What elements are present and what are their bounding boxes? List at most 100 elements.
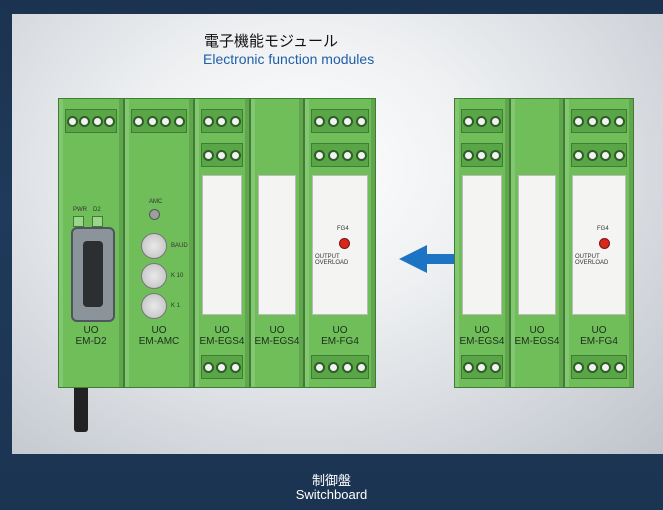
led-label-fg4: FG4 <box>337 226 349 232</box>
module-em-egs4: UO EM-EGS4 <box>194 98 250 388</box>
terminal-block <box>201 143 243 167</box>
label-panel <box>258 175 296 315</box>
footer-label-english: Switchboard <box>295 487 368 502</box>
screw-icon <box>586 361 598 373</box>
screw-icon <box>463 361 475 373</box>
screw-icon <box>476 149 488 161</box>
module-name-line2: EM-EGS4 <box>199 336 245 347</box>
status-label: OUTPUT OVERLOAD <box>315 254 349 266</box>
module-name-line2: EM-FG4 <box>580 336 618 347</box>
module-name-line1: UO <box>269 325 285 336</box>
terminal-block <box>461 109 503 133</box>
rotary-switch-icon <box>141 263 167 289</box>
module-name-line2: EM-FG4 <box>321 336 359 347</box>
screw-icon <box>133 115 145 127</box>
screw-icon <box>327 149 339 161</box>
terminal-block <box>571 355 627 379</box>
module-em-amc: AMC BAUD K 10 K 1 UO EM-AMC <box>124 98 194 388</box>
screw-icon <box>173 115 185 127</box>
screw-icon <box>79 115 91 127</box>
screw-icon <box>600 361 612 373</box>
screw-icon <box>216 115 228 127</box>
screw-icon <box>463 149 475 161</box>
rotary-switch-icon <box>141 233 167 259</box>
module-name-line1: UO <box>214 325 230 336</box>
screw-icon <box>489 361 501 373</box>
terminal-block <box>571 143 627 167</box>
knob-label-baud: BAUD <box>171 243 188 249</box>
screw-icon <box>66 115 78 127</box>
led-pwr-icon <box>73 216 84 227</box>
screw-icon <box>586 115 598 127</box>
terminal-block <box>461 143 503 167</box>
screw-icon <box>600 149 612 161</box>
module-name-line1: UO <box>529 325 545 336</box>
screw-icon <box>613 115 625 127</box>
screw-icon <box>586 149 598 161</box>
screw-icon <box>104 115 116 127</box>
label-panel: FG4 OUTPUT OVERLOAD <box>312 175 368 315</box>
module-name-line2: EM-EGS4 <box>459 336 505 347</box>
screw-icon <box>573 149 585 161</box>
module-name-line1: UO <box>151 325 167 336</box>
screw-icon <box>341 149 353 161</box>
screw-icon <box>313 361 325 373</box>
terminal-block <box>311 143 369 167</box>
terminal-block <box>571 109 627 133</box>
knob-label-k1: K 1 <box>171 303 181 309</box>
screw-icon <box>573 361 585 373</box>
module-em-egs4: UO EM-EGS4 <box>250 98 304 388</box>
screw-icon <box>216 149 228 161</box>
screw-icon <box>229 115 241 127</box>
screw-icon <box>463 115 475 127</box>
screw-icon <box>229 149 241 161</box>
screw-icon <box>476 115 488 127</box>
screw-icon <box>203 361 215 373</box>
terminal-block <box>201 355 243 379</box>
led-label-amc: AMC <box>149 199 163 205</box>
screw-icon <box>146 115 158 127</box>
status-label: OUTPUT OVERLOAD <box>575 254 609 266</box>
led-d2-icon <box>92 216 103 227</box>
screw-icon <box>489 115 501 127</box>
module-em-fg4: FG4 OUTPUT OVERLOAD UO EM-FG4 <box>564 98 634 388</box>
terminal-block <box>131 109 187 133</box>
module-em-egs4: UO EM-EGS4 <box>454 98 510 388</box>
led-label-d2: D2 <box>93 207 101 213</box>
screw-icon <box>613 149 625 161</box>
footer-label-japanese: 制御盤 <box>311 474 351 489</box>
led-fg4-icon <box>339 238 350 249</box>
arrow-left-icon <box>425 254 455 264</box>
screw-icon <box>341 115 353 127</box>
screw-icon <box>613 361 625 373</box>
dsub-connector-icon <box>71 227 115 322</box>
screw-icon <box>489 149 501 161</box>
screw-icon <box>355 361 367 373</box>
arrow-left-icon <box>399 245 427 273</box>
led-fg4-icon <box>599 238 610 249</box>
module-name-line2: EM-EGS4 <box>254 336 300 347</box>
module-name-line2: EM-EGS4 <box>514 336 560 347</box>
screw-icon <box>229 361 241 373</box>
screw-icon <box>355 115 367 127</box>
led-label-pwr: PWR <box>73 207 87 213</box>
screw-icon <box>600 115 612 127</box>
label-panel <box>462 175 502 315</box>
screw-icon <box>216 361 228 373</box>
module-name-line1: UO <box>83 325 99 336</box>
screw-icon <box>313 115 325 127</box>
screw-icon <box>203 115 215 127</box>
screw-icon <box>313 149 325 161</box>
knob-label-k10: K 10 <box>171 273 184 279</box>
led-label-fg4: FG4 <box>597 226 609 232</box>
screw-icon <box>91 115 103 127</box>
screw-icon <box>355 149 367 161</box>
module-em-fg4: FG4 OUTPUT OVERLOAD UO EM-FG4 <box>304 98 376 388</box>
terminal-block <box>311 109 369 133</box>
screw-icon <box>573 115 585 127</box>
module-name-line2: EM-D2 <box>75 336 107 347</box>
led-amc-icon <box>149 209 160 220</box>
screw-icon <box>327 361 339 373</box>
screw-icon <box>327 115 339 127</box>
terminal-block <box>201 109 243 133</box>
